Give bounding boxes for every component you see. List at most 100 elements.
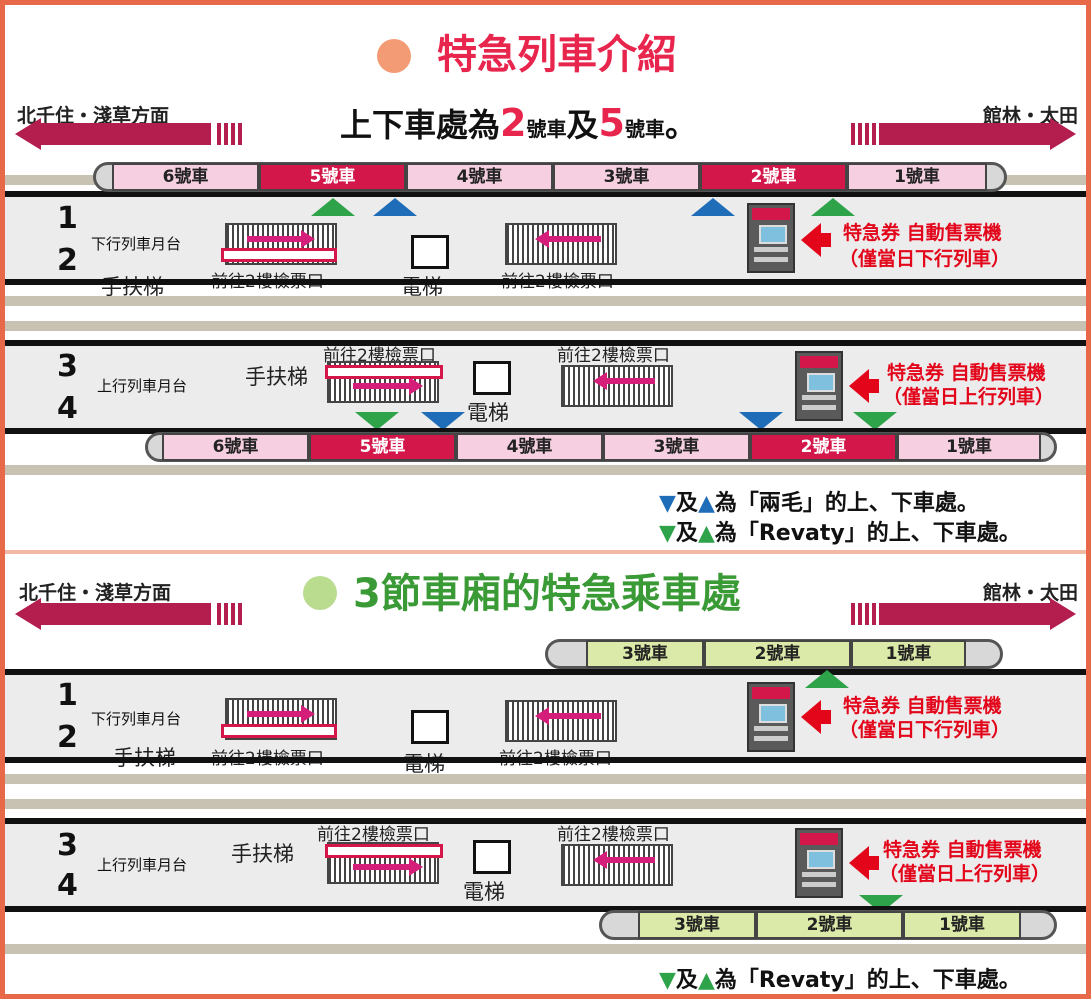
car: 3號車 [586, 640, 704, 668]
elevator-label: 電梯 [403, 752, 445, 776]
ticket-machine-note: （僅當日下行列車） [839, 719, 1011, 741]
ticket-machine-note: （僅當日上行列車） [883, 386, 1055, 408]
ticket-machine-note: （僅當日上行列車） [879, 863, 1051, 885]
platform-number: 2 [57, 720, 78, 755]
left-direction-label: 北千住・淺草方面 [19, 582, 172, 604]
track-bed [5, 799, 1086, 809]
escalator-icon [505, 700, 617, 742]
ryomo-boarding-up-icon [691, 198, 735, 216]
car: 5號車 [309, 433, 456, 461]
platform-number: 2 [57, 243, 78, 278]
ticket-machine-label: 特急券 自動售票機 [843, 695, 1002, 717]
car: 2號車 [750, 433, 897, 461]
platform-number: 1 [57, 201, 78, 236]
car: 3號車 [638, 911, 756, 939]
ticket-machine-icon [795, 828, 843, 898]
platform-number: 3 [57, 349, 78, 384]
revaty-boarding-up-icon [811, 198, 855, 216]
platform-number: 1 [57, 678, 78, 713]
top-section: 特急列車介紹 北千住・淺草方面 上下車處為2號車及5號車。 館林・太田 [5, 5, 1086, 550]
rail [5, 906, 1086, 912]
escalator-icon [505, 223, 617, 265]
ticket-machine-icon [795, 351, 843, 421]
ticket-machine-label: 特急券 自動售票機 [843, 222, 1002, 244]
track-bed [5, 321, 1086, 331]
section-title: 3節車廂的特急乘車處 [353, 571, 741, 617]
boarding-cars-subtitle: 上下車處為2號車及5號車。 [340, 101, 697, 145]
escalator-highlight [221, 248, 337, 262]
rail [5, 818, 1086, 824]
car: 6號車 [162, 433, 309, 461]
car: 2號車 [756, 911, 903, 939]
train-3-car-up: 3號車 2號車 1號車 [599, 910, 1057, 940]
platform-3-4 [5, 824, 1086, 906]
track-bed [5, 774, 1086, 784]
platform-name: 下行列車月台 [91, 710, 182, 728]
platform-3-4 [5, 346, 1086, 428]
escalator-highlight [325, 844, 443, 858]
track-bed [5, 944, 1086, 954]
rail [5, 428, 1086, 434]
elevator-label: 電梯 [467, 401, 509, 425]
escalator-label: 手扶梯 [245, 365, 308, 389]
ryomo-boarding-down-icon [739, 412, 783, 430]
escalator-icon [561, 844, 673, 886]
ticket-machine-label: 特急券 自動售票機 [883, 839, 1042, 861]
rail [5, 191, 1086, 197]
car: 2號車 [704, 640, 851, 668]
ticket-machine-note: （僅當日下行列車） [839, 248, 1011, 270]
legend-revaty: ▼及▲為「Revaty」的上、下車處。 [659, 521, 1021, 546]
car: 1號車 [897, 433, 1041, 461]
car: 3號車 [603, 433, 750, 461]
ryomo-boarding-up-icon [373, 198, 417, 216]
rail [5, 669, 1086, 675]
legend-ryomo: ▼及▲為「兩毛」的上、下車處。 [659, 491, 979, 516]
title-bullet-icon [377, 39, 411, 73]
revaty-boarding-up-icon [805, 670, 849, 688]
bottom-section: 3節車廂的特急乘車處 北千住・淺草方面 館林・太田 3號車 2號車 1號車 [5, 554, 1086, 994]
revaty-boarding-down-icon [355, 412, 399, 430]
revaty-boarding-down-icon [853, 412, 897, 430]
track-bed [5, 296, 1086, 306]
train-6-car-down: 6號車 5號車 4號車 3號車 2號車 1號車 [93, 162, 1007, 192]
revaty-boarding-up-icon [311, 198, 355, 216]
platform-number: 3 [57, 828, 78, 863]
left-direction-label: 北千住・淺草方面 [17, 105, 170, 127]
section-title: 特急列車介紹 [437, 32, 677, 78]
elevator-icon [473, 840, 511, 874]
train-6-car-up: 6號車 5號車 4號車 3號車 2號車 1號車 [145, 432, 1057, 462]
platform-name: 上行列車月台 [97, 377, 188, 395]
car: 4號車 [456, 433, 603, 461]
rail [5, 279, 1086, 285]
gate-direction-label: 前往2樓檢票口 [557, 346, 670, 366]
car: 3號車 [553, 163, 700, 191]
ticket-machine-icon [747, 682, 795, 752]
elevator-label: 電梯 [463, 880, 505, 904]
section-divider [5, 550, 1086, 554]
car: 6號車 [112, 163, 259, 191]
platform-name: 下行列車月台 [91, 235, 182, 253]
gate-direction-label: 前往2樓檢票口 [317, 825, 430, 845]
car: 1號車 [847, 163, 987, 191]
rail [5, 757, 1086, 763]
elevator-icon [411, 235, 449, 269]
platform-number: 4 [57, 391, 78, 426]
track-bed [5, 465, 1086, 475]
escalator-highlight [221, 724, 337, 738]
car: 4號車 [406, 163, 553, 191]
ticket-machine-label: 特急券 自動售票機 [887, 362, 1046, 384]
escalator-highlight [325, 365, 443, 379]
platform-number: 4 [57, 868, 78, 903]
car: 5號車 [259, 163, 406, 191]
title-bullet-icon [303, 576, 337, 610]
escalator-icon [561, 365, 673, 407]
ticket-machine-icon [747, 203, 795, 273]
legend-revaty: ▼及▲為「Revaty」的上、下車處。 [659, 968, 1021, 993]
elevator-icon [411, 710, 449, 744]
car: 2號車 [700, 163, 847, 191]
gate-direction-label: 前往2樓檢票口 [557, 825, 670, 845]
ryomo-boarding-down-icon [421, 412, 465, 430]
rail [5, 340, 1086, 346]
car: 1號車 [851, 640, 966, 668]
